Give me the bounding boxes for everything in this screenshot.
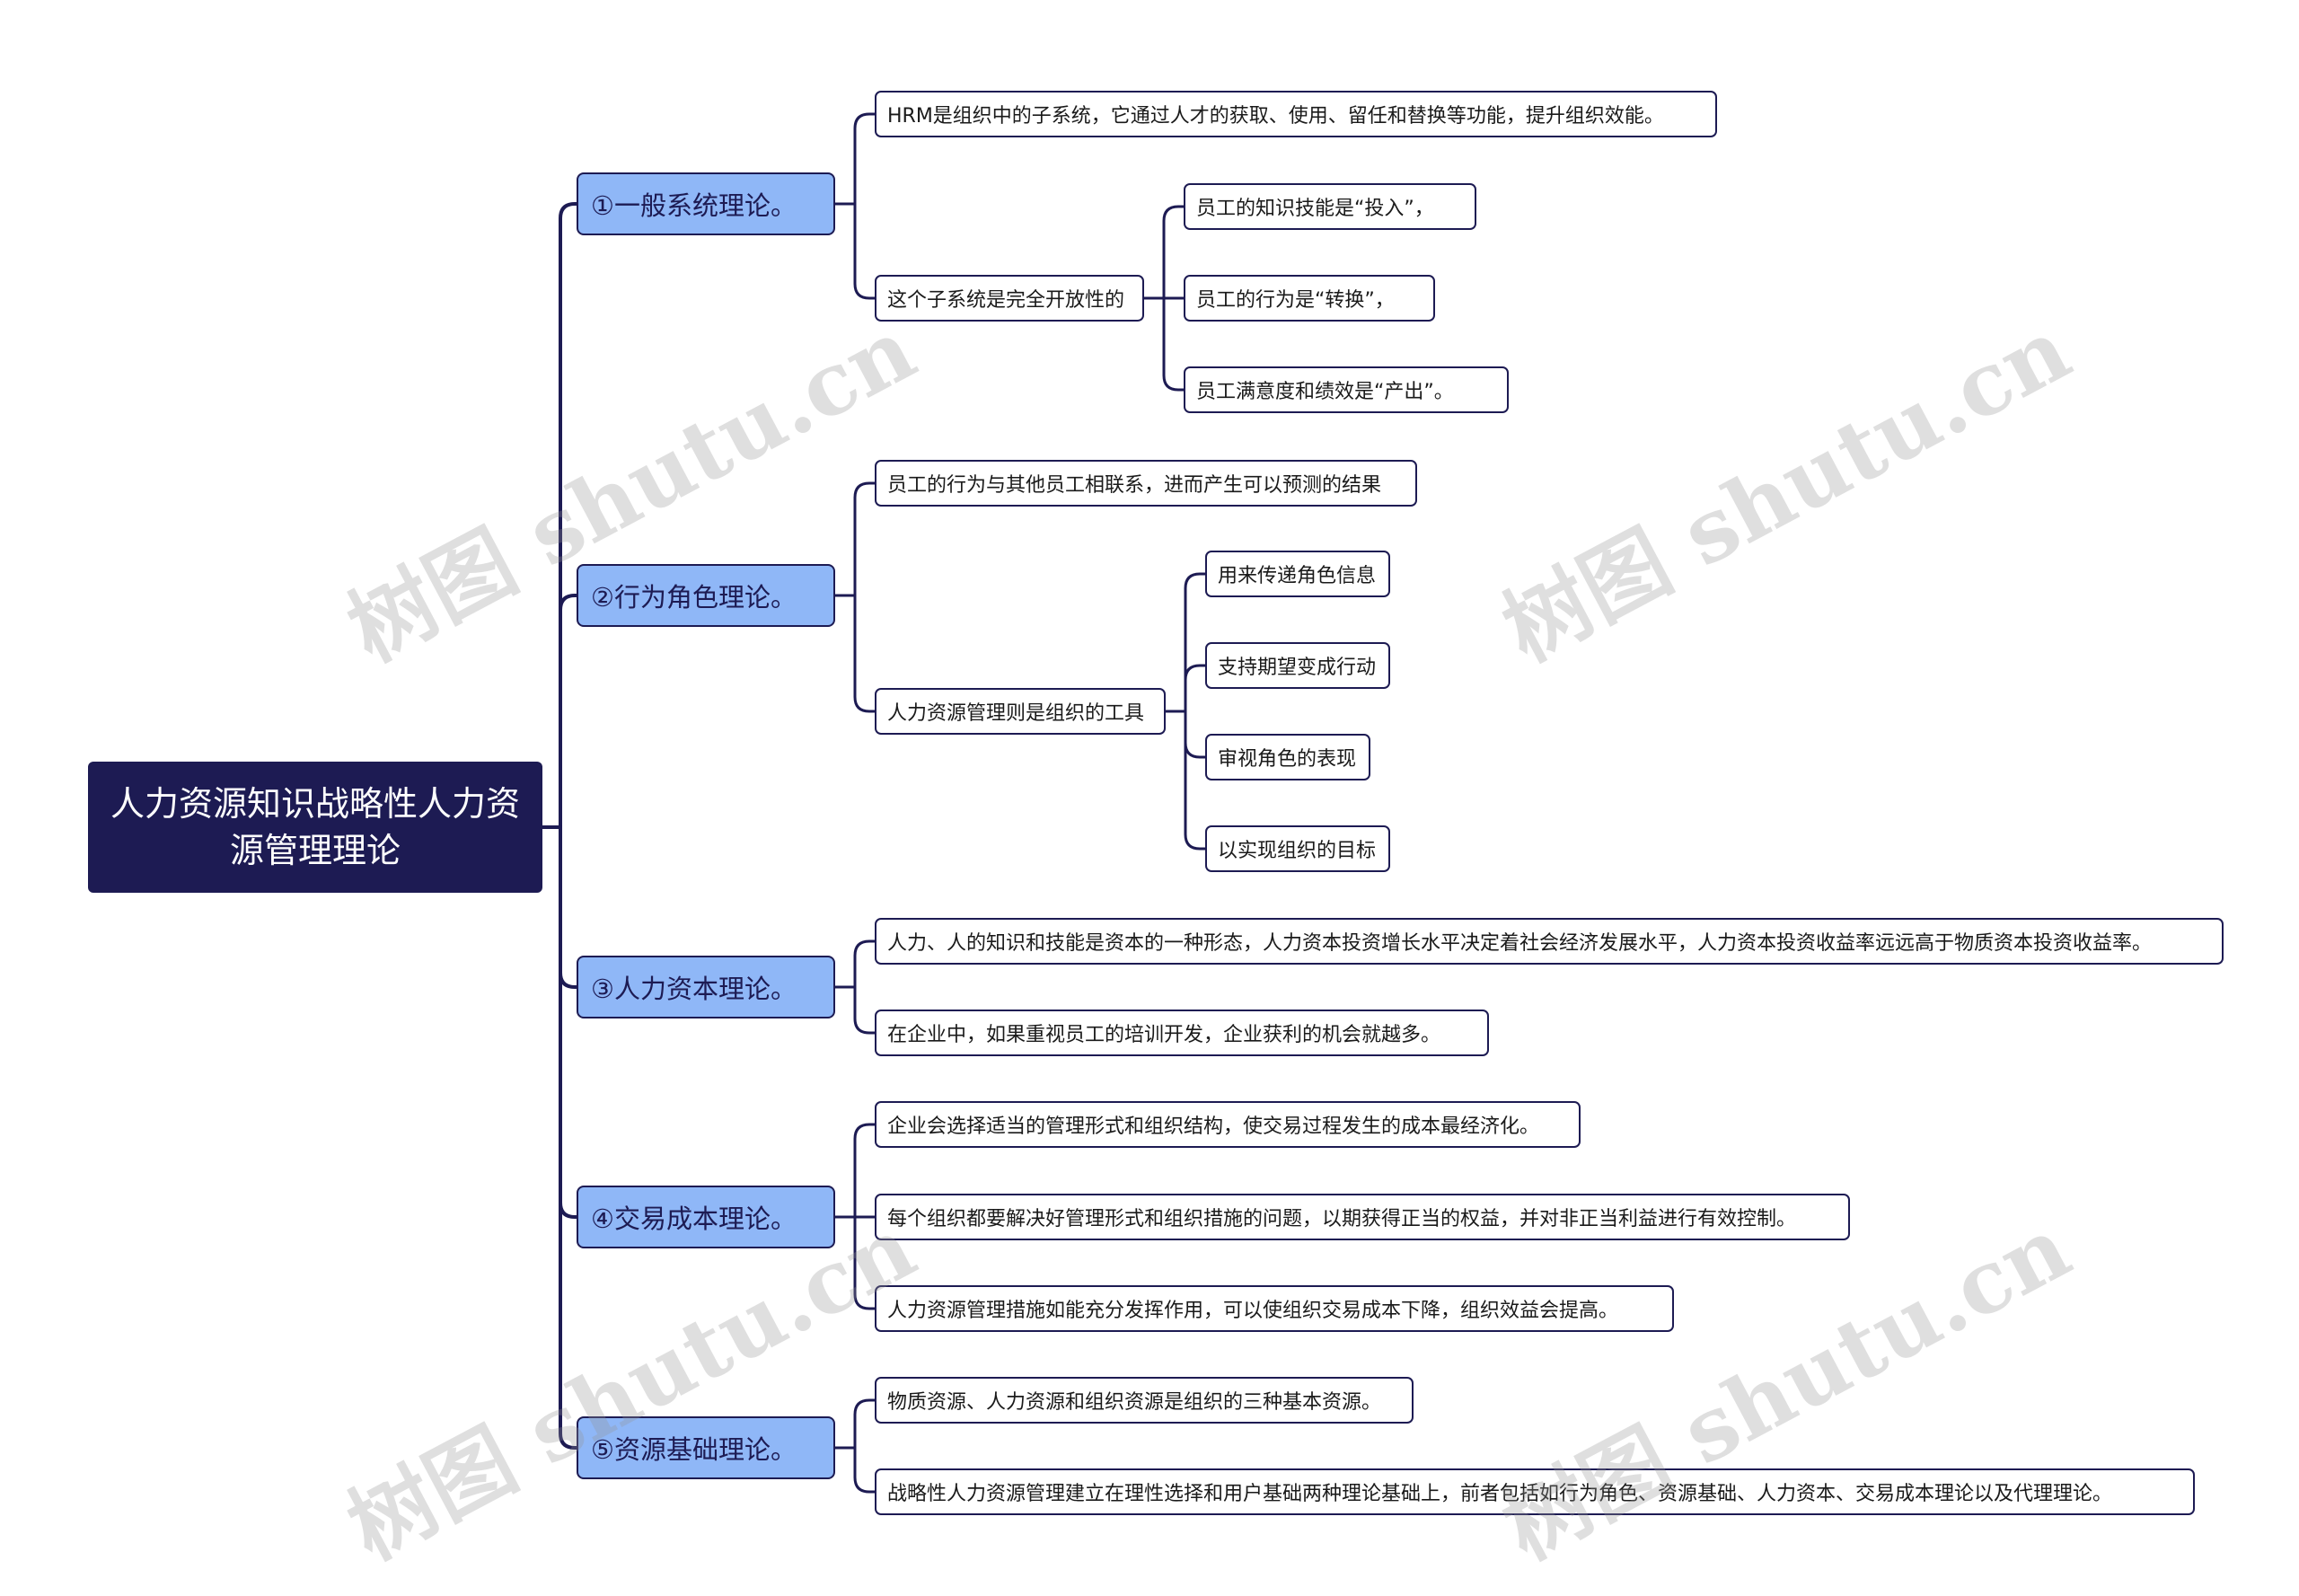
topic-cost-reduction[interactable]: 人力资源管理措施如能充分发挥作用，可以使组织交易成本下降，组织效益会提高。 — [875, 1285, 1674, 1332]
connector-line — [853, 1446, 876, 1494]
topic-open-subsystem[interactable]: 这个子系统是完全开放性的 — [875, 275, 1144, 322]
topic-input[interactable]: 员工的知识技能是“投入”， — [1184, 183, 1476, 230]
connector-line — [853, 1123, 876, 1219]
connector-line — [559, 825, 578, 1219]
topic-expectation-action[interactable]: 支持期望变成行动 — [1205, 642, 1390, 689]
connector-line — [559, 594, 578, 829]
topic-org-goal[interactable]: 以实现组织的目标 — [1205, 825, 1390, 872]
connector-line — [853, 985, 876, 1035]
connector-line — [853, 1398, 876, 1450]
topic-role-info[interactable]: 用来传递角色信息 — [1205, 551, 1390, 597]
topic-human-capital-form[interactable]: 人力、人的知识和技能是资本的一种形态，人力资本投资增长水平决定着社会经济发展水平… — [875, 918, 2224, 965]
topic-training-profit[interactable]: 在企业中，如果重视员工的培训开发，企业获利的机会就越多。 — [875, 1010, 1489, 1056]
topic-cost-economize[interactable]: 企业会选择适当的管理形式和组织结构，使交易过程发生的成本最经济化。 — [875, 1101, 1581, 1148]
connector-line — [559, 202, 578, 829]
topic-strategic-hrm-basis[interactable]: 战略性人力资源管理建立在理性选择和用户基础两种理论基础上，前者包括如行为角色、资… — [875, 1468, 2195, 1515]
topic-three-resources[interactable]: 物质资源、人力资源和组织资源是组织的三种基本资源。 — [875, 1377, 1414, 1424]
connector-line — [853, 202, 876, 300]
connector-line — [1184, 710, 1207, 851]
branch-role-behavior-theory[interactable]: ②行为角色理论。 — [577, 564, 835, 627]
connector-line — [1184, 664, 1207, 713]
connector-line — [853, 939, 876, 989]
branch-human-capital-theory[interactable]: ③人力资本理论。 — [577, 956, 835, 1018]
branch-general-system-theory[interactable]: ①一般系统理论。 — [577, 172, 835, 235]
branch-resource-based-theory[interactable]: ⑤资源基础理论。 — [577, 1416, 835, 1479]
topic-predictable-results[interactable]: 员工的行为与其他员工相联系，进而产生可以预测的结果 — [875, 460, 1417, 507]
topic-review-role[interactable]: 审视角色的表现 — [1205, 734, 1370, 780]
connector-line — [559, 825, 578, 1450]
topic-governance-control[interactable]: 每个组织都要解决好管理形式和组织措施的问题，以期获得正当的权益，并对非正当利益进… — [875, 1194, 1850, 1240]
topic-hrm-tool[interactable]: 人力资源管理则是组织的工具 — [875, 688, 1166, 735]
connector-line — [853, 481, 876, 597]
topic-hrm-subsystem[interactable]: HRM是组织中的子系统，它通过人才的获取、使用、留任和替换等功能，提升组织效能。 — [875, 91, 1717, 137]
topic-transform[interactable]: 员工的行为是“转换”， — [1184, 275, 1435, 322]
connector-line — [853, 1215, 876, 1310]
connector-line — [853, 594, 876, 713]
root-topic[interactable]: 人力资源知识战略性人力资源管理理论 — [88, 762, 542, 893]
connector-line — [1162, 205, 1185, 300]
connector-line — [1184, 572, 1207, 713]
connector-line — [559, 825, 578, 989]
connector-line — [1162, 296, 1185, 392]
connector-line — [853, 112, 876, 206]
topic-output[interactable]: 员工满意度和绩效是“产出”。 — [1184, 366, 1509, 413]
branch-transaction-cost-theory[interactable]: ④交易成本理论。 — [577, 1186, 835, 1248]
connector-line — [1184, 710, 1207, 759]
